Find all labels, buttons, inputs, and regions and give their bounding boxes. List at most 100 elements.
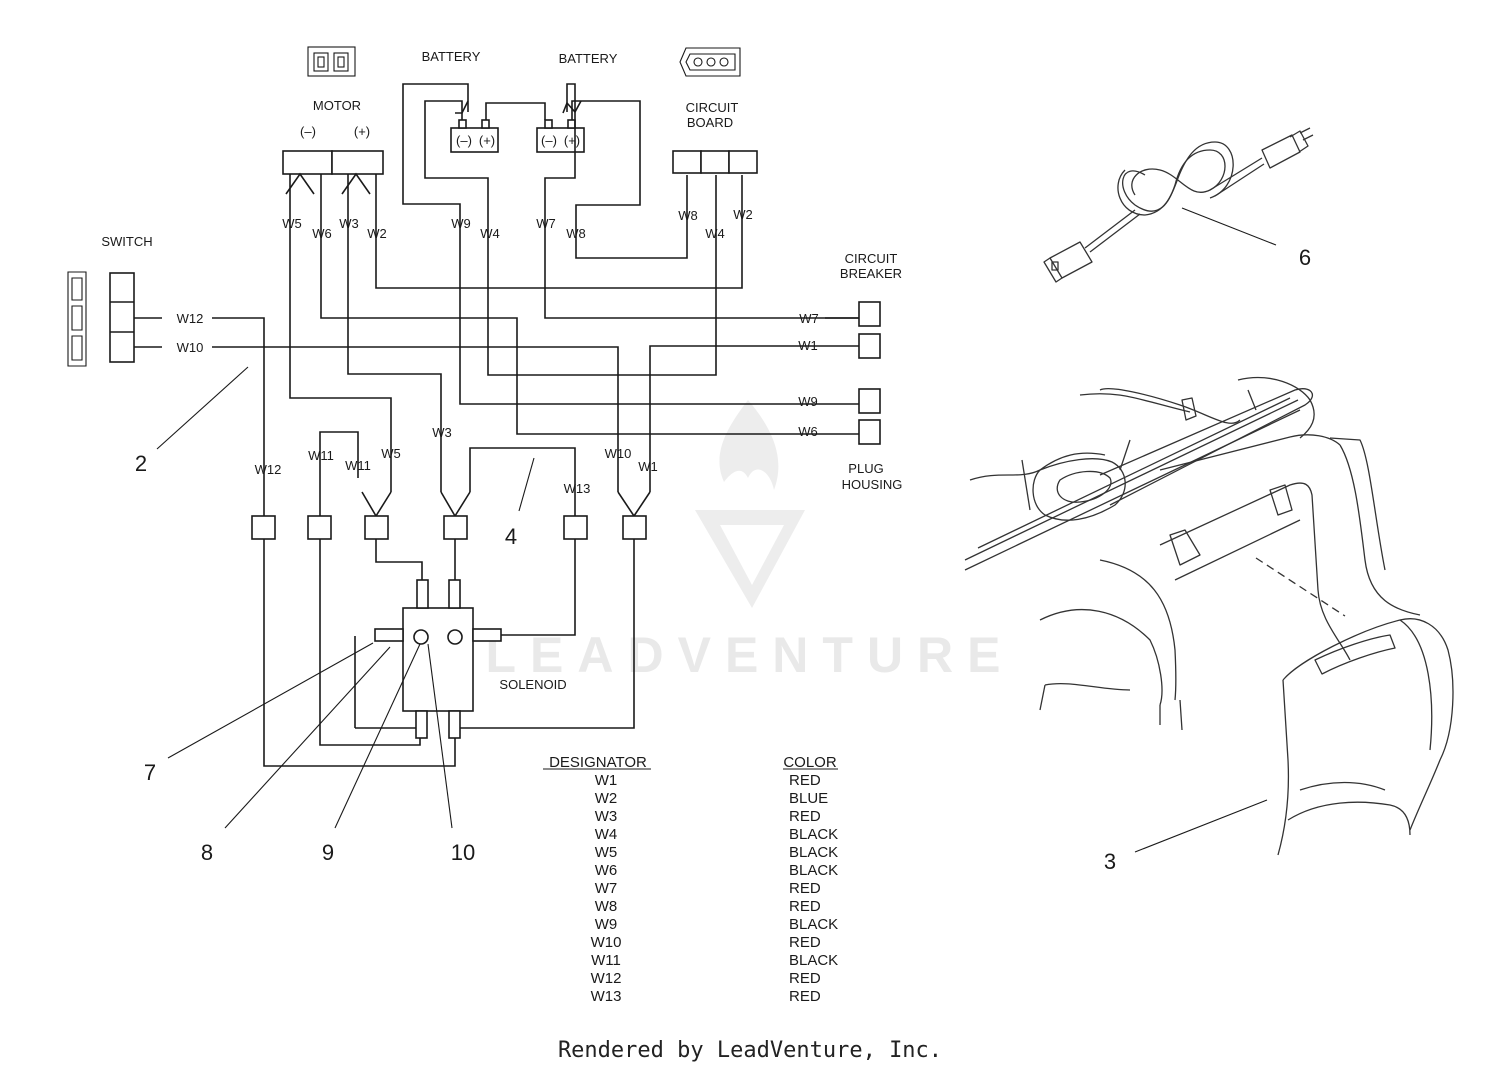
battery-left: (–) (+)	[450, 119, 499, 153]
switch-label: SWITCH	[101, 234, 152, 249]
battery-minus-label: (–)	[541, 133, 557, 148]
table-cell-designator: W2	[595, 790, 618, 807]
callout-number: 7	[144, 760, 156, 785]
wire-label: W1	[638, 459, 658, 474]
motor-minus-label: (–)	[300, 124, 316, 139]
solenoid-label: SOLENOID	[499, 677, 566, 692]
wire-w4	[424, 100, 717, 376]
table-cell-color: RED	[789, 988, 821, 1005]
wire-label: W7	[799, 311, 819, 326]
wire-label: W8	[566, 226, 586, 241]
callout-number: 10	[451, 840, 475, 865]
callout-number: 2	[135, 451, 147, 476]
wire-label: W3	[339, 216, 359, 231]
circuit-board-connector-icon	[679, 47, 741, 77]
wire-label: W12	[255, 462, 282, 477]
footer-text: Rendered by LeadVenture, Inc.	[558, 1038, 942, 1063]
solenoid	[374, 579, 502, 739]
plug-housing-label: PLUG	[848, 461, 883, 476]
switch	[67, 271, 135, 367]
motor-connector-icon	[307, 46, 356, 77]
wires	[134, 83, 859, 767]
plug-housing-terminals	[858, 388, 881, 445]
wire-battery-link	[485, 102, 546, 120]
battery-plus-label: (+)	[479, 133, 495, 148]
table-cell-color: RED	[789, 808, 821, 825]
wire-w5	[289, 174, 392, 492]
wire-label: W5	[381, 446, 401, 461]
wire-w9	[402, 83, 859, 405]
callout-number: 9	[322, 840, 334, 865]
table-cell-color: RED	[789, 880, 821, 897]
table-cell-designator: W8	[595, 898, 618, 915]
table-cell-designator: W6	[595, 862, 618, 879]
table-cell-color: BLACK	[789, 862, 838, 879]
table-header-color: COLOR	[783, 754, 837, 771]
table-cell-color: BLACK	[789, 952, 838, 969]
battery-wire-forks	[455, 100, 582, 114]
plug-housing-label-2: HOUSING	[842, 477, 903, 492]
switch-connector-icon	[67, 271, 87, 367]
table-cell-color: RED	[789, 970, 821, 987]
lower-wire-forks	[361, 491, 651, 518]
table-cell-designator: W12	[591, 970, 622, 987]
watermark: LEADVENTURE	[485, 400, 1014, 683]
wire-w12	[212, 317, 265, 516]
table-header-designator: DESIGNATOR	[549, 754, 647, 771]
callout-numbers: 2 4 7 8 9 10 6 3	[135, 245, 1311, 874]
circuit-breaker-terminals	[858, 301, 881, 359]
callout-number: 4	[505, 524, 517, 549]
wire-label: W4	[705, 226, 725, 241]
table-cell-designator: W4	[595, 826, 618, 843]
wire-w7	[544, 83, 859, 319]
wire-label: W11	[345, 458, 371, 473]
wire-labels: W5 W6 W3 W2 W9 W4 W7 W8 W8 W4 W2 W12 W10…	[177, 207, 819, 496]
table-cell-color: RED	[789, 772, 821, 789]
circuit-board-label: CIRCUIT	[686, 100, 739, 115]
wire-w8	[571, 100, 688, 259]
battery-right-label: BATTERY	[559, 51, 618, 66]
wire-label: W10	[605, 446, 632, 461]
watermark-text: LEADVENTURE	[485, 627, 1014, 683]
table-cell-designator: W1	[595, 772, 618, 789]
wire-label: W8	[678, 208, 698, 223]
table-cell-color: RED	[789, 934, 821, 951]
motor-wire-forks	[285, 172, 371, 195]
wire-label: W6	[312, 226, 332, 241]
mower-housing-illustration	[964, 376, 1454, 856]
wire-w6	[320, 174, 859, 435]
wire-w1	[649, 345, 859, 492]
callout-number: 6	[1299, 245, 1311, 270]
motor-label: MOTOR	[313, 98, 361, 113]
wire-label: W7	[536, 216, 556, 231]
circuit-breaker-label-2: BREAKER	[840, 266, 902, 281]
table-cell-designator: W5	[595, 844, 618, 861]
wire-label: W2	[367, 226, 387, 241]
wire-label: W1	[798, 338, 818, 353]
wire-w2	[375, 174, 743, 289]
circuit-board-label-2: BOARD	[687, 115, 733, 130]
table-cell-designator: W7	[595, 880, 618, 897]
battery-right: (–) (+)	[536, 119, 585, 153]
wire-label: W2	[733, 207, 753, 222]
wire-label: W10	[177, 340, 204, 355]
battery-minus-label: (–)	[456, 133, 472, 148]
battery-left-label: BATTERY	[422, 49, 481, 64]
wire-label: W6	[798, 424, 818, 439]
motor-terminals	[282, 150, 384, 175]
table-cell-color: BLACK	[789, 844, 838, 861]
power-cord-illustration	[1043, 127, 1314, 283]
table-cell-color: BLACK	[789, 916, 838, 933]
table-cell-color: BLACK	[789, 826, 838, 843]
table-cell-designator: W3	[595, 808, 618, 825]
wire-label: W3	[432, 425, 452, 440]
wire-label: W9	[798, 394, 818, 409]
circuit-breaker-label: CIRCUIT	[845, 251, 898, 266]
callout-number: 8	[201, 840, 213, 865]
table-cell-color: RED	[789, 898, 821, 915]
battery-plus-label: (+)	[564, 133, 580, 148]
motor-plus-label: (+)	[354, 124, 370, 139]
